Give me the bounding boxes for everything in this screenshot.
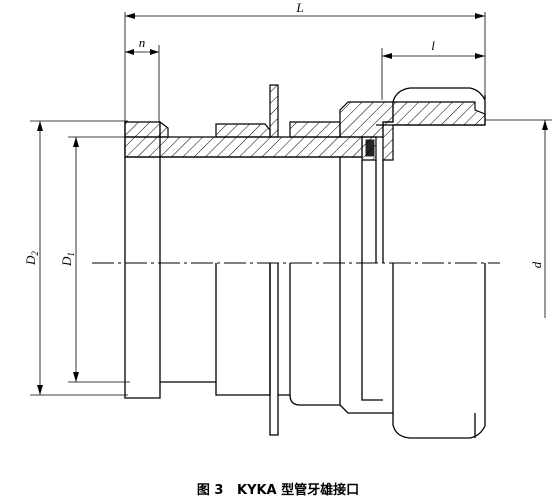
dimension-D2: D2 [23, 120, 128, 396]
lower-view [124, 263, 486, 439]
dimension-d-label: d [529, 261, 544, 268]
dimension-l-label: l [431, 38, 435, 53]
dimension-n: n [125, 35, 160, 122]
dimension-l: l [381, 38, 485, 100]
dimension-L-label: L [295, 0, 303, 15]
dimension-d: d [485, 119, 552, 318]
dimension-L: L [124, 0, 486, 125]
dimension-D2-label: D2 [23, 251, 40, 266]
upper-section [124, 84, 486, 263]
dimension-D1-label: D1 [59, 252, 76, 267]
dimension-n-label: n [139, 35, 146, 50]
figure-caption: 图 3 KYKA 型管牙雄接口 [197, 482, 359, 498]
dimension-D1: D1 [59, 136, 130, 383]
